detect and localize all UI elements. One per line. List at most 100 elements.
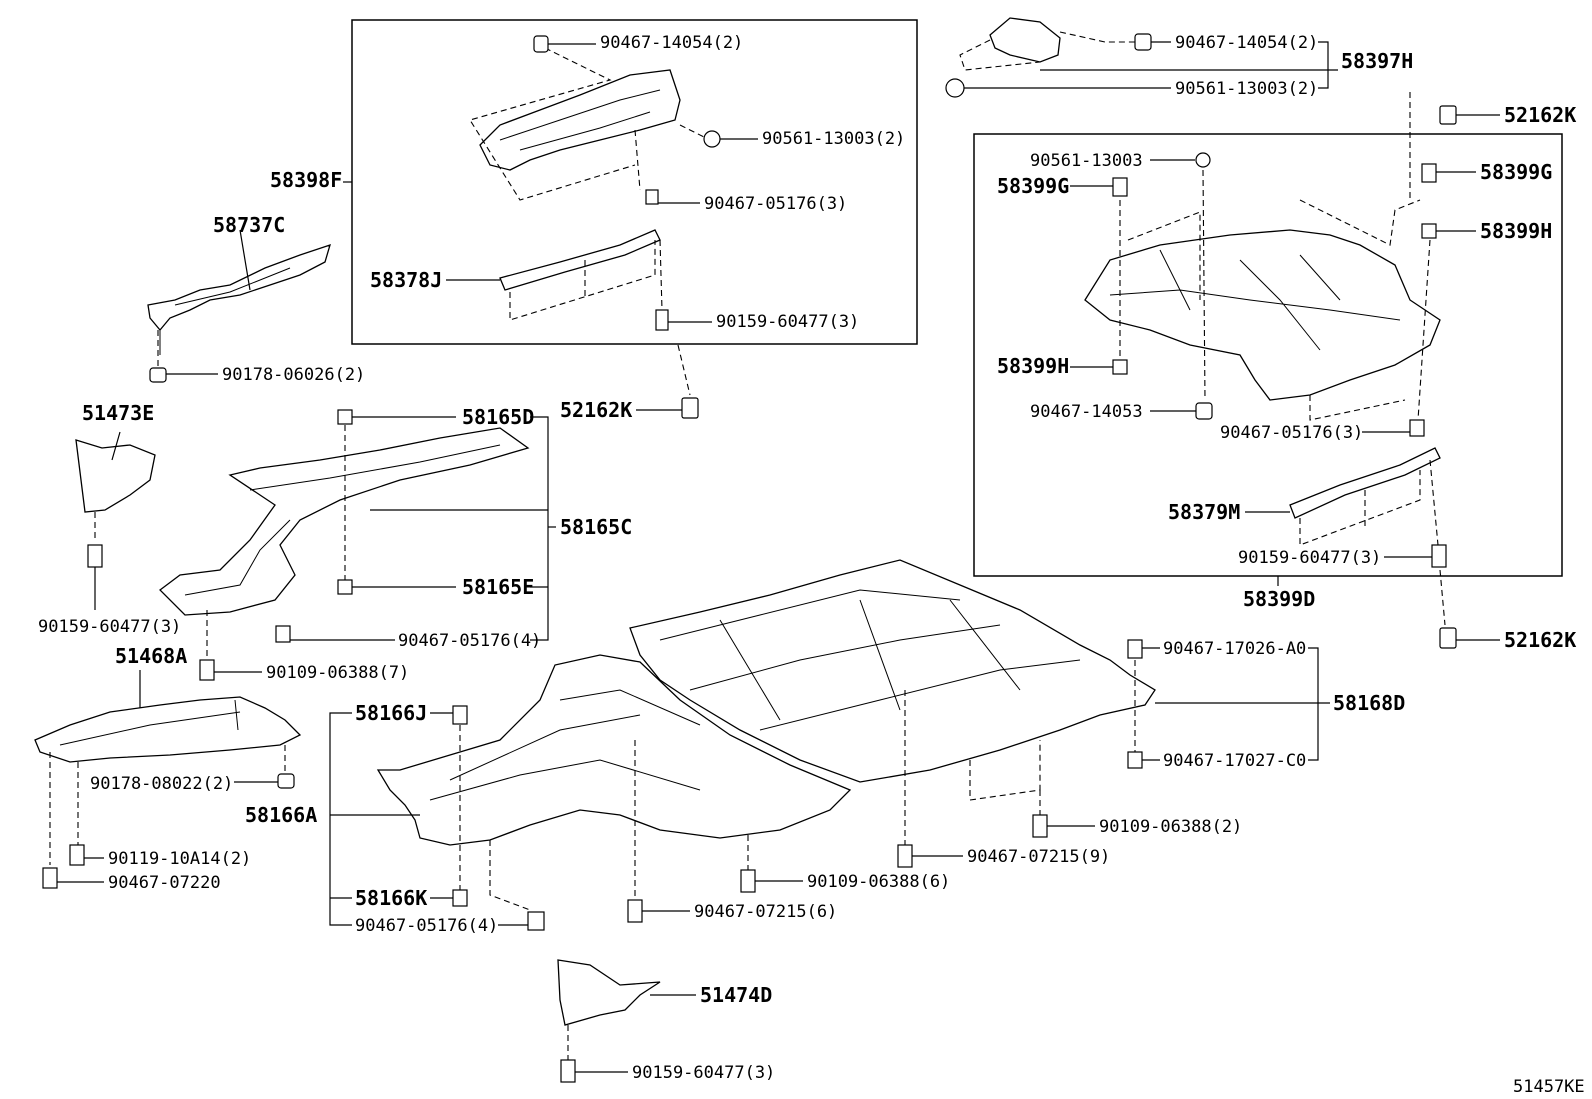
label-90178-08022: 90178-08022(2) bbox=[90, 774, 233, 794]
clip-58399H-a[interactable] bbox=[1112, 359, 1128, 375]
label-90119-10A14: 90119-10A14(2) bbox=[108, 849, 251, 869]
bolt-90467-17027[interactable] bbox=[1127, 751, 1143, 769]
label-90467-07215-6: 90467-07215(6) bbox=[694, 902, 837, 922]
label-90467-14054-box: 90467-14054(2) bbox=[600, 33, 743, 53]
label-58399D: 58399D bbox=[1243, 587, 1315, 611]
clip-58399G-a[interactable] bbox=[1112, 177, 1128, 197]
clip-58166J[interactable] bbox=[452, 705, 468, 725]
bolt-90467-07220[interactable] bbox=[42, 867, 58, 889]
label-90467-14053: 90467-14053 bbox=[1030, 402, 1143, 422]
cover-58165C[interactable] bbox=[159, 427, 530, 616]
label-90467-05176-4a: 90467-05176(4) bbox=[398, 631, 541, 651]
bolt-90467-17026[interactable] bbox=[1127, 639, 1143, 659]
label-58165E: 58165E bbox=[462, 575, 534, 599]
clip-52162K-mid[interactable] bbox=[681, 397, 699, 419]
label-90467-05176-4b: 90467-05176(4) bbox=[355, 916, 498, 936]
label-90467-05176-rb: 90467-05176(3) bbox=[1220, 423, 1363, 443]
clip-90467-05176-4a[interactable] bbox=[275, 625, 291, 643]
rail-58379M[interactable] bbox=[1289, 447, 1441, 519]
nut-90561-13003-top[interactable] bbox=[945, 78, 965, 98]
label-58379M: 58379M bbox=[1168, 500, 1240, 524]
clip-90467-05176-box[interactable] bbox=[645, 189, 659, 205]
label-58378J: 58378J bbox=[370, 268, 442, 292]
bolt-90467-07215-6[interactable] bbox=[627, 899, 643, 923]
label-58168D: 58168D bbox=[1333, 691, 1405, 715]
label-90109-06388-6: 90109-06388(6) bbox=[807, 872, 950, 892]
rail-58378J[interactable] bbox=[499, 229, 661, 291]
label-90109-06388-7: 90109-06388(7) bbox=[266, 663, 409, 683]
shield-51474D[interactable] bbox=[557, 959, 661, 1026]
label-90467-07215-9: 90467-07215(9) bbox=[967, 847, 1110, 867]
label-58397H: 58397H bbox=[1341, 49, 1413, 73]
label-58399H-a: 58399H bbox=[997, 354, 1069, 378]
cover-upper-58398F[interactable] bbox=[479, 69, 681, 171]
label-90467-14054-top: 90467-14054(2) bbox=[1175, 33, 1318, 53]
nut-90178-06026[interactable] bbox=[149, 367, 167, 383]
clip-58166K[interactable] bbox=[452, 889, 468, 907]
label-90561-13003-box: 90561-13003(2) bbox=[762, 129, 905, 149]
bolt-90119-10A14[interactable] bbox=[69, 844, 85, 866]
cover-58166A[interactable] bbox=[376, 654, 852, 846]
label-51473E: 51473E bbox=[82, 401, 154, 425]
shield-51473E[interactable] bbox=[75, 439, 156, 513]
bracket-58737C[interactable] bbox=[147, 243, 331, 355]
label-58165D: 58165D bbox=[462, 405, 534, 429]
label-58165C: 58165C bbox=[560, 515, 632, 539]
label-52162K-right: 52162K bbox=[1504, 628, 1576, 652]
label-90467-17027: 90467-17027-C0 bbox=[1163, 751, 1306, 771]
bracket-58397H[interactable] bbox=[989, 17, 1061, 63]
clip-58165D[interactable] bbox=[337, 409, 353, 425]
clip-58399H-b[interactable] bbox=[1421, 223, 1437, 239]
nut-90467-14054-box[interactable] bbox=[533, 35, 549, 53]
diagram-code: 51457KE bbox=[1513, 1077, 1585, 1097]
label-58737C: 58737C bbox=[213, 213, 285, 237]
label-90159-60477-left: 90159-60477(3) bbox=[38, 617, 181, 637]
label-90467-07220: 90467-07220 bbox=[108, 873, 221, 893]
nut-90561-13003-box[interactable] bbox=[703, 130, 721, 148]
clip-90467-05176-rb[interactable] bbox=[1409, 419, 1425, 437]
cover-51468A[interactable] bbox=[34, 696, 302, 763]
clip-90467-05176-4b[interactable] bbox=[527, 911, 545, 931]
screw-90159-60477-left[interactable] bbox=[87, 544, 103, 568]
label-90159-60477-box: 90159-60477(3) bbox=[716, 312, 859, 332]
clip-52162K-right[interactable] bbox=[1439, 627, 1457, 649]
label-90178-06026: 90178-06026(2) bbox=[222, 365, 365, 385]
nut-90467-14053[interactable] bbox=[1195, 402, 1213, 420]
nut-90467-14054-top[interactable] bbox=[1134, 33, 1152, 51]
cover-58168D[interactable] bbox=[629, 559, 1156, 783]
label-90159-60477-rb: 90159-60477(3) bbox=[1238, 548, 1381, 568]
label-90159-60477-bottom: 90159-60477(3) bbox=[632, 1063, 775, 1083]
clip-58399G-b[interactable] bbox=[1421, 163, 1437, 183]
clip-58165E[interactable] bbox=[337, 579, 353, 595]
screw-90159-60477-rb[interactable] bbox=[1431, 544, 1447, 568]
cover-58399D[interactable] bbox=[1084, 229, 1441, 401]
label-51468A: 51468A bbox=[115, 644, 187, 668]
nut-90561-13003-rb[interactable] bbox=[1195, 152, 1211, 168]
label-58166J: 58166J bbox=[355, 701, 427, 725]
label-52162K-top: 52162K bbox=[1504, 103, 1576, 127]
label-90467-05176-box: 90467-05176(3) bbox=[704, 194, 847, 214]
bolt-90109-06388-6[interactable] bbox=[740, 869, 756, 893]
label-58399H-b: 58399H bbox=[1480, 219, 1552, 243]
label-90467-17026: 90467-17026-A0 bbox=[1163, 639, 1306, 659]
label-52162K-mid: 52162K bbox=[560, 398, 632, 422]
screw-90159-60477-bottom[interactable] bbox=[560, 1059, 576, 1083]
label-51474D: 51474D bbox=[700, 983, 772, 1007]
group-box-58399D bbox=[973, 133, 1563, 577]
clip-52162K-top[interactable] bbox=[1439, 105, 1457, 125]
bolt-90109-06388-7[interactable] bbox=[199, 659, 215, 681]
bolt-90109-06388-2[interactable] bbox=[1032, 814, 1048, 838]
label-58166A: 58166A bbox=[245, 803, 317, 827]
group-box-58398F bbox=[351, 19, 918, 345]
label-58399G-b: 58399G bbox=[1480, 160, 1552, 184]
label-58166K: 58166K bbox=[355, 886, 427, 910]
label-90109-06388-2: 90109-06388(2) bbox=[1099, 817, 1242, 837]
label-58399G-a: 58399G bbox=[997, 174, 1069, 198]
label-90561-13003-top: 90561-13003(2) bbox=[1175, 79, 1318, 99]
label-58398F: 58398F bbox=[270, 168, 342, 192]
nut-90178-08022[interactable] bbox=[277, 773, 295, 789]
screw-90159-60477-box[interactable] bbox=[655, 309, 669, 331]
bolt-90467-07215-9[interactable] bbox=[897, 844, 913, 868]
label-90561-13003-rb: 90561-13003 bbox=[1030, 151, 1143, 171]
